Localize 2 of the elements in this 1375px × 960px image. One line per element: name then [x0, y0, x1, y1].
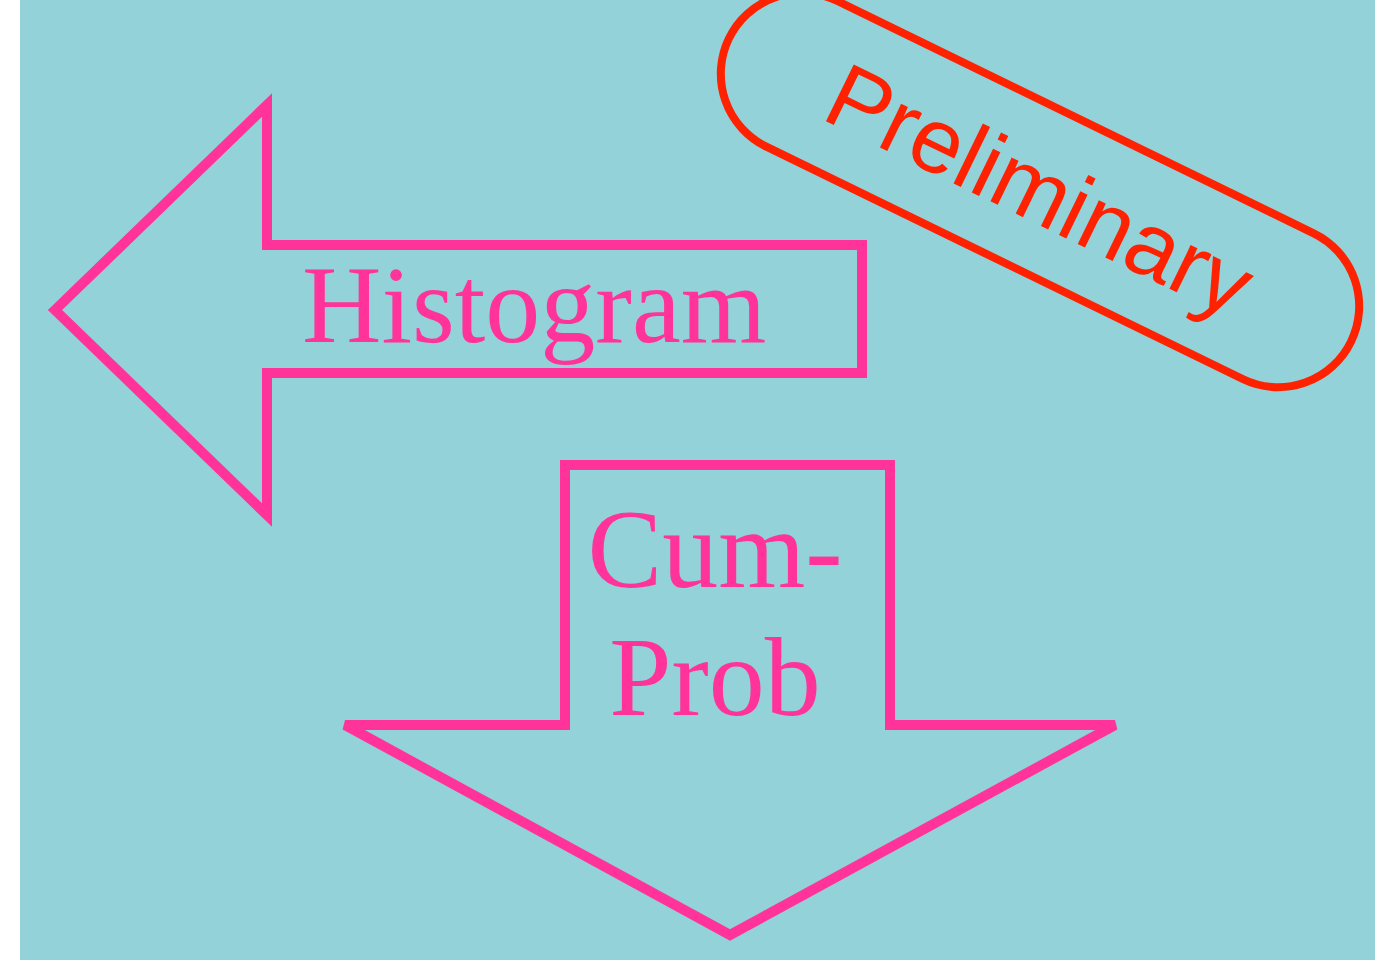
arrow-label: Histogram: [302, 243, 767, 368]
arrow-label: Cum-Prob: [586, 486, 844, 741]
